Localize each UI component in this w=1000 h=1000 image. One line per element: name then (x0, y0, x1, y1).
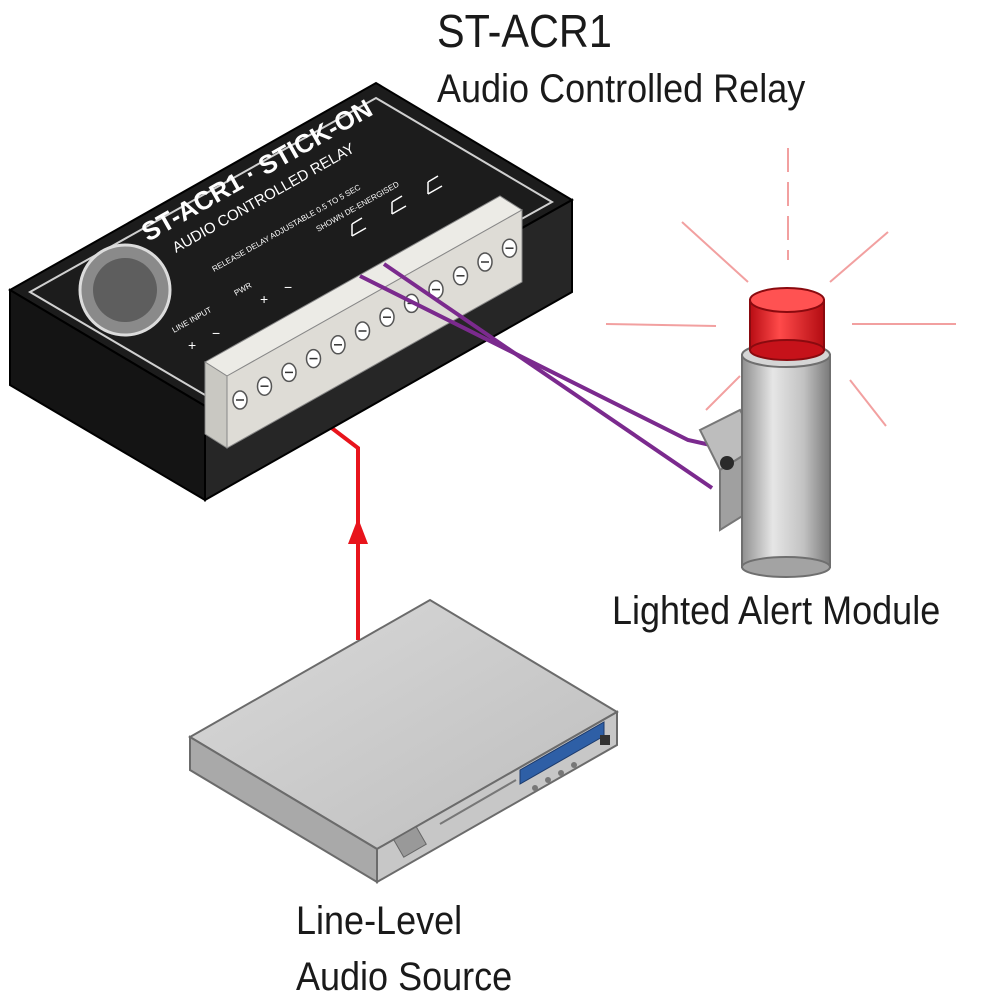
minus-sign: − (212, 325, 220, 341)
alert-lens-top (749, 287, 825, 313)
audio-source-device (188, 598, 619, 884)
alert-body (741, 354, 831, 568)
front-button (558, 770, 564, 776)
relay-contact-symbol (391, 195, 407, 215)
lighted-alert-module (605, 148, 956, 578)
alert-lens-bottom (749, 339, 825, 361)
minus-sign: − (284, 279, 292, 295)
front-button (571, 762, 577, 768)
st-acr1-device: ST-ACR1 · STICK-ON AUDIO CONTROLLED RELA… (8, 81, 574, 502)
signal-arrow-icon (348, 518, 368, 544)
relay-wire-2 (382, 262, 714, 490)
alert-light-ray-icon (605, 148, 956, 427)
audio-source-caption-line2: Audio Source (296, 955, 513, 999)
relay-contact-symbol (351, 217, 367, 237)
device-top-border (27, 96, 555, 397)
alert-module-caption: Lighted Alert Module (612, 589, 941, 633)
relay-contact-symbol (427, 175, 443, 195)
diagram-title-model: ST-ACR1 (437, 5, 612, 57)
terminal-strip-front (226, 209, 523, 449)
brand-logo-inner (93, 258, 157, 322)
diagram-title-subtitle: Audio Controlled Relay (437, 67, 806, 111)
terminal-screws (232, 238, 518, 410)
disc-tray-slot (439, 779, 517, 825)
power-button (600, 735, 610, 745)
front-button (532, 785, 538, 791)
audio-source-top (188, 598, 619, 851)
front-button (545, 777, 551, 783)
plus-sign: + (188, 337, 196, 353)
audio-source-left-panel (393, 826, 427, 858)
terminal-strip-left (204, 361, 228, 449)
alert-body-bottom (741, 556, 831, 578)
bracket-screw-icon (720, 456, 734, 470)
plus-sign: + (260, 291, 268, 307)
audio-source-caption-line1: Line-Level (296, 899, 463, 943)
audio-source-caption: Line-Level Audio Source (296, 898, 512, 1000)
